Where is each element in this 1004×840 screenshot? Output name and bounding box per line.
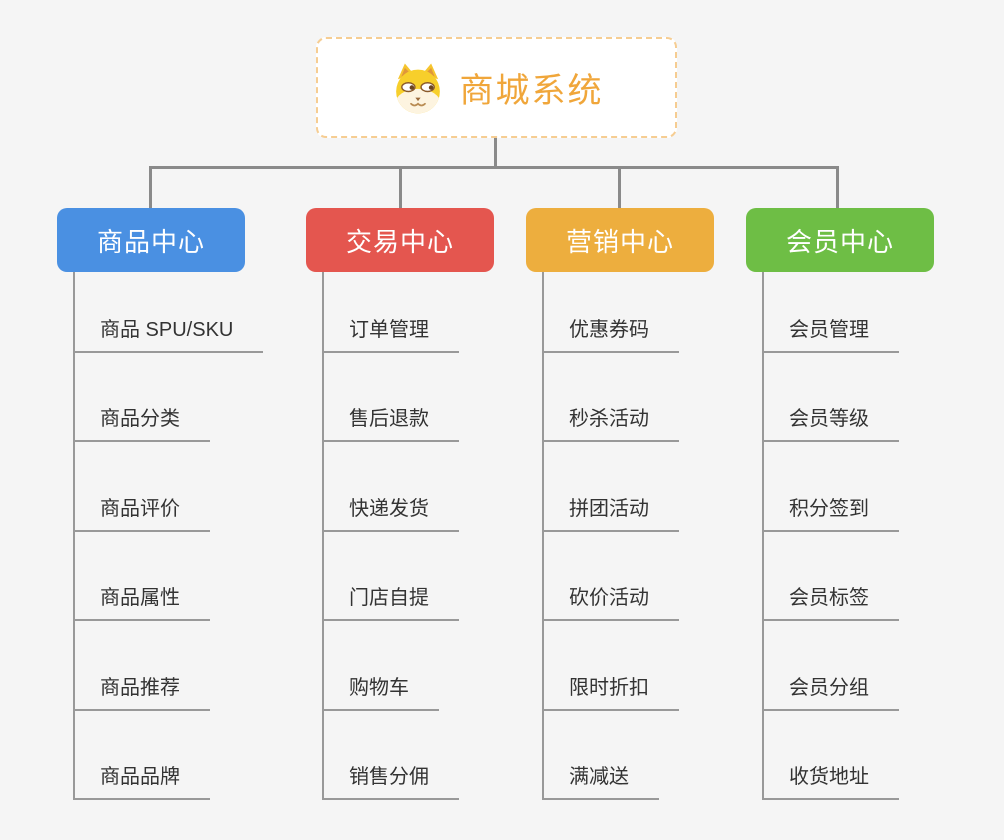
shiba-dog-icon: [395, 63, 440, 113]
root-title: 商城系统: [459, 72, 604, 110]
leaf-node[interactable]: 订单管理: [322, 317, 459, 353]
connector-root-stub: [494, 138, 497, 168]
branch-header-goods[interactable]: 商品中心: [57, 208, 245, 272]
leaf-node[interactable]: 会员分组: [762, 675, 899, 711]
leaf-node[interactable]: 售后退款: [322, 406, 459, 442]
branch-header-member[interactable]: 会员中心: [746, 208, 934, 272]
leaf-node[interactable]: 积分签到: [762, 496, 899, 532]
branch-member: 会员中心 会员管理 会员等级 积分签到 会员标签 会员分组 收货地址: [746, 208, 1004, 808]
branch-marketing: 营销中心 优惠券码 秒杀活动 拼团活动 砍价活动 限时折扣 满减送: [526, 208, 786, 808]
leaf-node[interactable]: 收货地址: [762, 764, 899, 800]
connector-drop-marketing: [618, 166, 621, 208]
leaf-node[interactable]: 满减送: [542, 764, 659, 800]
leaf-node[interactable]: 商品评价: [73, 496, 210, 532]
leaf-node[interactable]: 砍价活动: [542, 585, 679, 621]
root-node[interactable]: 商城系统: [316, 37, 677, 138]
leaf-node[interactable]: 商品推荐: [73, 675, 210, 711]
leaf-node[interactable]: 会员标签: [762, 585, 899, 621]
leaf-node[interactable]: 会员等级: [762, 406, 899, 442]
connector-drop-goods: [149, 166, 152, 208]
leaf-node[interactable]: 商品分类: [73, 406, 210, 442]
branch-trunk: [73, 272, 75, 800]
branch-trunk: [542, 272, 544, 800]
leaf-node[interactable]: 限时折扣: [542, 675, 679, 711]
leaf-node[interactable]: 优惠券码: [542, 317, 679, 353]
branch-header-marketing[interactable]: 营销中心: [526, 208, 714, 272]
leaf-node[interactable]: 会员管理: [762, 317, 899, 353]
branch-trunk: [762, 272, 764, 800]
leaf-node[interactable]: 商品 SPU/SKU: [73, 317, 264, 353]
branch-trunk: [322, 272, 324, 800]
connector-horizontal: [149, 166, 839, 169]
leaf-node[interactable]: 购物车: [322, 675, 439, 711]
branch-goods: 商品中心 商品 SPU/SKU 商品分类 商品评价 商品属性 商品推荐 商品品牌: [57, 208, 317, 808]
connector-drop-member: [836, 166, 839, 208]
leaf-node[interactable]: 商品属性: [73, 585, 210, 621]
leaf-node[interactable]: 门店自提: [322, 585, 459, 621]
connector-drop-trade: [399, 166, 402, 208]
leaf-node[interactable]: 秒杀活动: [542, 406, 679, 442]
branch-trade: 交易中心 订单管理 售后退款 快递发货 门店自提 购物车 销售分佣: [306, 208, 566, 808]
branch-header-trade[interactable]: 交易中心: [306, 208, 494, 272]
leaf-node[interactable]: 商品品牌: [73, 764, 210, 800]
leaf-node[interactable]: 拼团活动: [542, 496, 679, 532]
leaf-node[interactable]: 销售分佣: [322, 764, 459, 800]
leaf-node[interactable]: 快递发货: [322, 496, 459, 532]
